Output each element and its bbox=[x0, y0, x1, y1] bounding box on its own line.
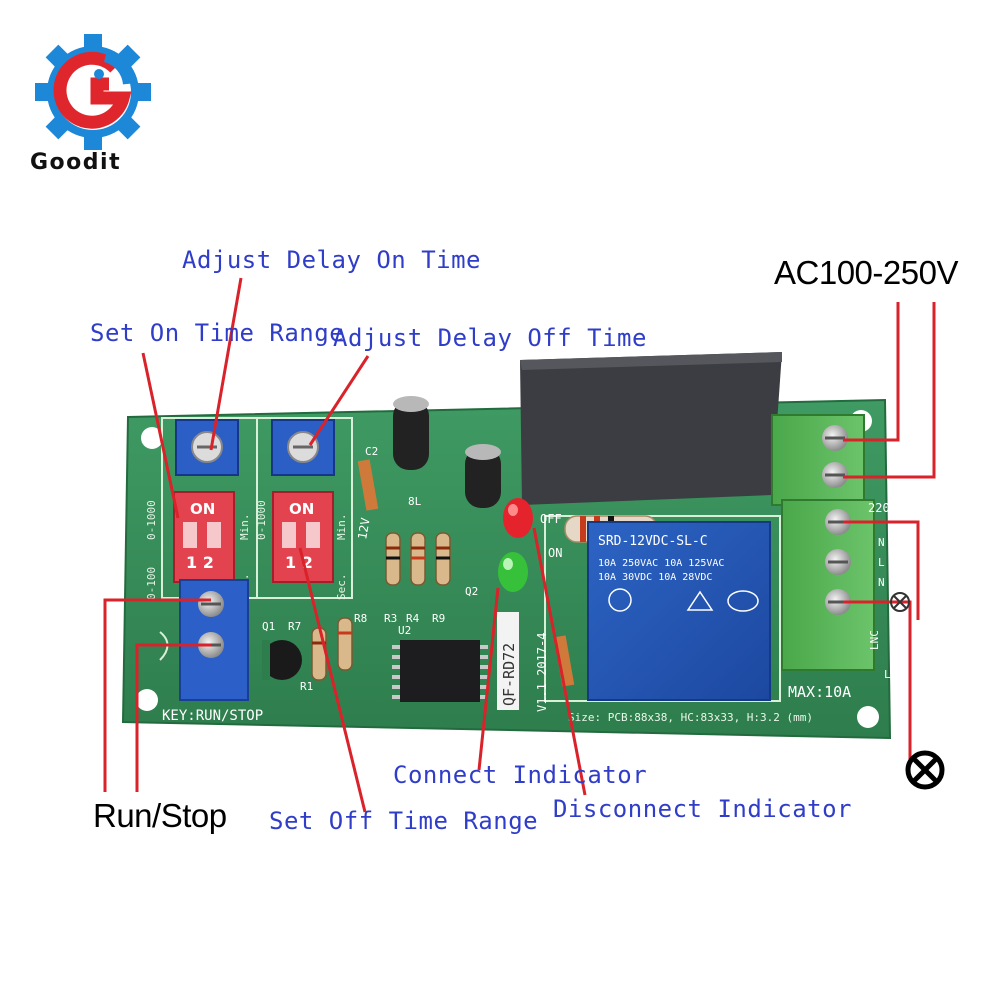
key-run-stop-silk: KEY:RUN/STOP bbox=[162, 708, 263, 724]
v12-silk: 12V bbox=[355, 517, 373, 541]
range-label: 0-100 bbox=[145, 567, 158, 600]
dip-switch-on-range: ON 1 2 bbox=[173, 491, 235, 583]
dip-switch-off-range: ON 1 2 bbox=[272, 491, 334, 583]
range-label: 0-1000 bbox=[145, 500, 158, 540]
ac-input-terminal-block bbox=[771, 414, 865, 506]
ref-u2: U2 bbox=[398, 624, 411, 637]
ref-r7: R7 bbox=[288, 620, 301, 633]
relay-model: SRD-12VDC-SL-C bbox=[598, 534, 708, 549]
label-disconnect-indicator: Disconnect Indicator bbox=[553, 795, 852, 823]
label-supply-voltage: AC100-250V bbox=[774, 254, 958, 291]
gear-icon bbox=[35, 34, 151, 150]
relay-on-silk: ON bbox=[548, 546, 562, 560]
ref-r8: R8 bbox=[354, 612, 367, 625]
dip-number-label: 1 2 bbox=[186, 553, 214, 572]
ref-r3: R3 bbox=[384, 612, 397, 625]
v220-silk: 220V bbox=[868, 501, 897, 515]
power-module bbox=[520, 352, 782, 505]
goodit-logo bbox=[35, 34, 151, 150]
load-terminal-block bbox=[781, 499, 875, 671]
transistor-q1 bbox=[262, 640, 302, 680]
potentiometer-on-time bbox=[175, 419, 239, 476]
potentiometer-off-time bbox=[271, 419, 335, 476]
model-label: QF-RD72 bbox=[497, 612, 519, 710]
load-lamp-icon bbox=[905, 750, 945, 790]
terminal-letter: L1 bbox=[884, 668, 897, 681]
size-silk: Size: PCB:88x38, HC:83x33, H:3.2 (mm) bbox=[568, 711, 813, 724]
dip-number-label: 1 2 bbox=[285, 553, 313, 572]
lamp-icon bbox=[890, 592, 910, 612]
diode-right bbox=[553, 635, 575, 687]
capacitor-small bbox=[465, 444, 501, 508]
disconnect-indicator-led bbox=[503, 498, 533, 538]
callout-lines bbox=[103, 277, 936, 813]
relay-rating-2: 10A 30VDC 10A 28VDC bbox=[598, 572, 712, 583]
unit-label: Min. bbox=[335, 514, 348, 541]
model-text: QF-RD72 bbox=[500, 643, 518, 706]
resistor-bands bbox=[312, 546, 450, 645]
relay-off-silk: OFF bbox=[540, 512, 562, 526]
label-run-stop: Run/Stop bbox=[93, 797, 227, 834]
relay-rating-1: 10A 250VAC 10A 125VAC bbox=[598, 558, 724, 569]
ref-c2: C2 bbox=[365, 445, 378, 458]
dip-on-label: ON bbox=[190, 500, 215, 518]
unit-label: Min. bbox=[238, 514, 251, 541]
terminal-letter: L bbox=[878, 556, 885, 569]
label-adjust-delay-on: Adjust Delay On Time bbox=[182, 246, 481, 274]
ref-q2: Q2 bbox=[465, 585, 478, 598]
dip-on-label: ON bbox=[289, 500, 314, 518]
max-current-silk: MAX:10A bbox=[788, 683, 851, 701]
label-connect-indicator: Connect Indicator bbox=[393, 761, 648, 789]
label-adjust-delay-off: Adjust Delay Off Time bbox=[333, 324, 647, 352]
relay: SRD-12VDC-SL-C 10A 250VAC 10A 125VAC 10A… bbox=[587, 521, 771, 701]
ref-r4: R4 bbox=[406, 612, 420, 625]
brand-name: Goodit bbox=[30, 150, 122, 175]
range-label: 0-1000 bbox=[255, 500, 268, 540]
connect-indicator-led bbox=[498, 552, 528, 592]
capacitor-c2 bbox=[393, 396, 429, 470]
terminal-letter: LNC bbox=[868, 630, 881, 650]
terminal-letter: N bbox=[878, 576, 885, 589]
unit-label: Sec. bbox=[335, 574, 348, 601]
ic-chip-u2 bbox=[392, 640, 488, 702]
run-stop-terminal-block bbox=[179, 579, 249, 701]
ref-8l: 8L bbox=[408, 495, 422, 508]
version-silk: V1.1 2017-4 bbox=[535, 633, 549, 712]
ref-r1: R1 bbox=[300, 680, 313, 693]
terminal-letter: N bbox=[878, 536, 885, 549]
label-set-on-range: Set On Time Range bbox=[90, 319, 345, 347]
label-set-off-range: Set Off Time Range bbox=[269, 807, 539, 835]
ref-r9: R9 bbox=[432, 612, 445, 625]
ref-q1: Q1 bbox=[262, 620, 275, 633]
diode-left bbox=[357, 459, 379, 511]
